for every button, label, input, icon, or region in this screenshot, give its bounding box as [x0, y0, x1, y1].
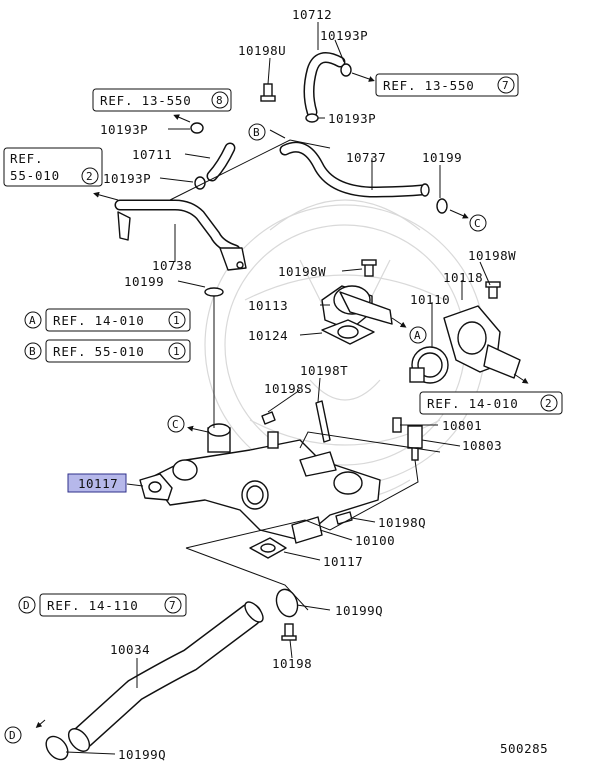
svg-text:B: B — [29, 345, 36, 358]
label-10100: 10100 — [355, 533, 395, 548]
oring-10199-top — [436, 198, 448, 214]
label-10117-gasket: 10117 — [323, 554, 363, 569]
label-10110: 10110 — [410, 292, 450, 307]
svg-text:55-010: 55-010 — [10, 168, 60, 183]
label-10198w-mid: 10198W — [278, 264, 326, 279]
bolt-10198q — [335, 511, 353, 525]
ref-box-13-550-7[interactable]: REF. 13-550 7 — [375, 73, 519, 97]
diagram-id: 500285 — [500, 741, 548, 756]
pipe-10738 — [114, 199, 247, 271]
svg-text:B: B — [253, 126, 260, 139]
oring-10199q-bottom — [45, 735, 69, 761]
bolt-10198w-right — [485, 281, 501, 299]
housing-10118 — [443, 305, 521, 379]
fitting-10801 — [392, 417, 402, 433]
svg-text:A: A — [414, 329, 421, 342]
oring-10199-left — [204, 287, 224, 297]
svg-text:D: D — [9, 729, 16, 742]
label-10113: 10113 — [248, 298, 288, 313]
label-10193p-top: 10193P — [320, 28, 368, 43]
svg-text:REF. 14-010: REF. 14-010 — [53, 313, 145, 328]
svg-text:D: D — [23, 599, 30, 612]
gasket-10124 — [321, 319, 375, 345]
label-10803: 10803 — [462, 438, 502, 453]
svg-text:8: 8 — [216, 94, 223, 107]
label-10199q-bottom: 10199Q — [118, 747, 166, 762]
callout-a[interactable]: A — [409, 326, 427, 344]
label-10124: 10124 — [248, 328, 288, 343]
label-10198s: 10198S — [264, 381, 312, 396]
pipe-10737 — [169, 139, 430, 201]
hose-10712 — [303, 52, 352, 123]
leader-lines — [65, 22, 491, 755]
label-10198t: 10198T — [300, 363, 348, 378]
label-10198w-right: 10198W — [468, 248, 516, 263]
label-10711: 10711 — [132, 147, 172, 162]
svg-text:7: 7 — [502, 79, 509, 92]
label-10117-main: 10117 — [78, 476, 118, 491]
svg-text:REF. 13-550: REF. 13-550 — [100, 93, 192, 108]
label-10118: 10118 — [443, 270, 483, 285]
label-10198u: 10198U — [238, 43, 286, 58]
label-10801: 10801 — [442, 418, 482, 433]
flow-arrows — [35, 72, 529, 728]
ref-box-13-550-8[interactable]: REF. 13-550 8 — [92, 88, 232, 112]
callout-d[interactable]: D — [4, 726, 22, 744]
svg-text:1: 1 — [173, 314, 180, 327]
svg-text:2: 2 — [86, 170, 93, 183]
svg-text:7: 7 — [169, 599, 176, 612]
manifold-10117 — [139, 423, 381, 544]
label-10199-top: 10199 — [422, 150, 462, 165]
gasket-10117 — [249, 537, 287, 559]
label-10712: 10712 — [292, 7, 332, 22]
label-10193p-left: 10193P — [100, 122, 148, 137]
callout-c-left[interactable]: C — [167, 415, 185, 433]
highlighted-part-10117[interactable]: 10117 — [67, 473, 127, 493]
svg-text:C: C — [172, 418, 179, 431]
ref-box-14-010-2[interactable]: REF. 14-010 2 — [419, 391, 563, 415]
label-10738: 10738 — [152, 258, 192, 273]
svg-text:REF. 55-010: REF. 55-010 — [53, 344, 145, 359]
fitting-10113 — [321, 285, 393, 331]
label-10198: 10198 — [272, 656, 312, 671]
bolt-10198w-mid — [361, 259, 377, 277]
sensor-10803 — [407, 425, 423, 461]
svg-text:REF. 14-110: REF. 14-110 — [47, 598, 139, 613]
svg-text:REF. 13-550: REF. 13-550 — [383, 78, 475, 93]
callout-c-right[interactable]: C — [469, 214, 487, 232]
svg-text:REF.: REF. — [10, 151, 43, 166]
svg-text:2: 2 — [545, 397, 552, 410]
svg-text:A: A — [29, 314, 36, 327]
callout-b[interactable]: B — [248, 123, 266, 141]
ref-box-b-55-010-1[interactable]: B REF. 55-010 1 — [24, 339, 191, 363]
svg-text:1: 1 — [173, 345, 180, 358]
bolt-10198s — [261, 411, 276, 425]
thermostat-10110 — [409, 346, 449, 384]
ref-box-d-14-110-7[interactable]: D REF. 14-110 7 — [18, 593, 187, 617]
part-labels: 10712 10198U 10193P 10193P 10193P 10711 … — [67, 7, 548, 762]
oring-10199q-top — [275, 588, 299, 618]
hose-10711 — [206, 142, 236, 182]
svg-text:C: C — [474, 217, 481, 230]
label-10198q: 10198Q — [378, 515, 426, 530]
bolt-10198 — [281, 623, 297, 641]
label-10193p-mid: 10193P — [103, 171, 151, 186]
label-10737: 10737 — [346, 150, 386, 165]
pipe-10034 — [67, 601, 264, 752]
label-10193p-right: 10193P — [328, 111, 376, 126]
label-10199-left: 10199 — [124, 274, 164, 289]
label-10199q-top: 10199Q — [335, 603, 383, 618]
ref-box-a-14-010-1[interactable]: A REF. 14-010 1 — [24, 308, 191, 332]
clamp-10193p-left — [190, 122, 204, 134]
ref-box-55-010-2[interactable]: REF. 55-010 2 — [3, 147, 103, 187]
label-10034: 10034 — [110, 642, 150, 657]
bolt-10198t — [315, 400, 331, 443]
bolt-10198u — [260, 83, 276, 102]
svg-text:REF. 14-010: REF. 14-010 — [427, 396, 519, 411]
